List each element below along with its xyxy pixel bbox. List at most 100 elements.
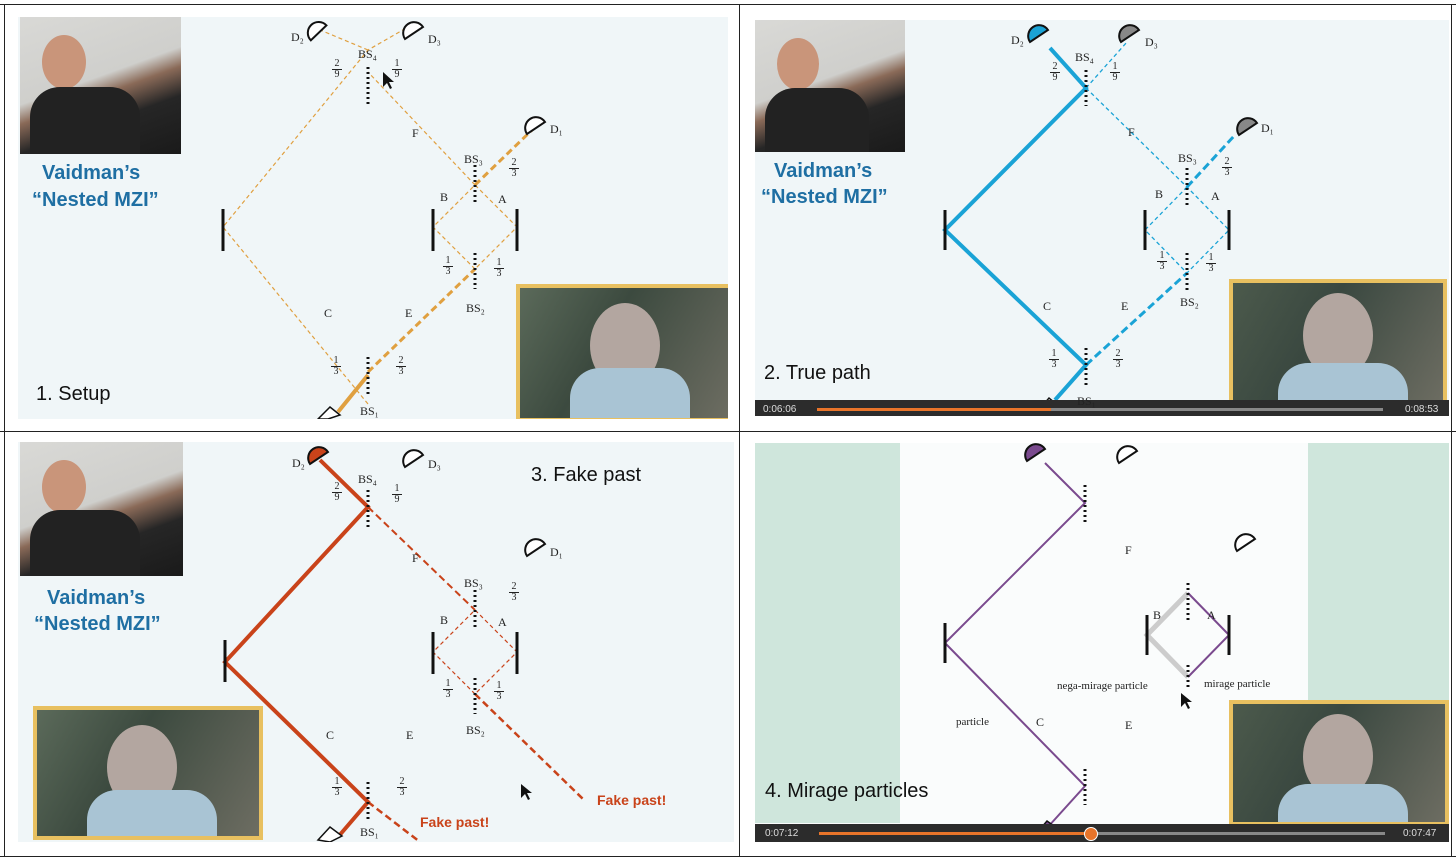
panel-fake-past: Vaidman’s “Nested MZI” 3. Fake past Fake…: [18, 442, 734, 842]
label-e: E: [406, 728, 414, 742]
time-total: 0:08:53: [1405, 404, 1439, 415]
label-c: C: [324, 306, 333, 320]
fake-past-label-bottom: Fake past!: [420, 814, 490, 830]
label-a: A: [498, 192, 507, 206]
label-c: C: [1043, 299, 1052, 313]
speaker-video: [1229, 700, 1449, 826]
seek-knob[interactable]: [1084, 827, 1098, 841]
grid-right: [1451, 4, 1452, 857]
label-e: E: [1121, 299, 1129, 313]
grid-left: [4, 4, 5, 857]
panel-caption: 3. Fake past: [531, 464, 642, 486]
seek-progress: [819, 832, 1091, 835]
label-d1: D₁: [1261, 121, 1274, 135]
panel-setup: Vaidman’s “Nested MZI” 1. Setup D₂ D₃ D₁…: [18, 17, 728, 419]
seek-track[interactable]: [817, 408, 1383, 411]
label-bs2: BS₂: [466, 723, 485, 737]
label-bs3: BS₃: [464, 152, 483, 166]
seek-progress: [817, 408, 1051, 411]
label-d3: D₃: [1145, 35, 1158, 49]
title-line-2: “Nested MZI”: [32, 189, 159, 211]
grid-mid-h: [0, 431, 1456, 432]
vaidman-photo: [20, 17, 181, 154]
label-bs1: BS₁: [1077, 394, 1096, 408]
label-b: B: [440, 190, 449, 204]
label-bs2: BS₂: [466, 301, 485, 315]
panel-true-path: Vaidman’s “Nested MZI” 2. True path 0:06…: [755, 20, 1449, 416]
grid-mid-v: [739, 4, 740, 857]
panel-caption: 2. True path: [764, 362, 871, 384]
speaker-video: [516, 284, 728, 419]
panel-caption: 4. Mirage particles: [765, 780, 929, 802]
label-f: F: [412, 126, 419, 140]
title-line-1: Vaidman’s: [42, 162, 141, 184]
grid-top: [0, 4, 1456, 5]
label-bs4: BS₄: [358, 47, 377, 61]
label-bs4: BS₄: [1075, 50, 1094, 64]
label-b: B: [1153, 608, 1162, 622]
label-b: B: [1155, 187, 1164, 201]
video-controls[interactable]: 0:07:12 0:07:47: [755, 824, 1449, 842]
speaker-video: [1229, 279, 1447, 407]
time-total: 0:07:47: [1403, 828, 1437, 839]
label-c: C: [326, 728, 335, 742]
label-bs3: BS₃: [1178, 151, 1197, 165]
label-bs2: BS₂: [1180, 295, 1199, 309]
label-d2: D₂: [292, 456, 305, 470]
setup-diagram: [221, 21, 547, 419]
label-particle: particle: [956, 716, 989, 728]
label-a: A: [1207, 608, 1216, 622]
label-d1: D₁: [550, 545, 563, 559]
label-bs1: BS₁: [360, 404, 379, 418]
label-f: F: [1128, 125, 1135, 139]
label-f: F: [412, 551, 419, 565]
label-d1: D₁: [550, 122, 563, 136]
speaker-video: [33, 706, 263, 840]
title-line-1: Vaidman’s: [47, 587, 146, 609]
title-line-2: “Nested MZI”: [761, 186, 888, 208]
label-nega-mirage: nega-mirage particle: [1057, 680, 1148, 692]
vaidman-photo: [755, 20, 905, 152]
teal-band-left: [755, 443, 900, 823]
panel-caption: 1. Setup: [36, 383, 111, 405]
fake-past-diagram: [222, 446, 585, 842]
label-bs4: BS₄: [358, 472, 377, 486]
grid-bottom: [0, 856, 1456, 857]
true-path-diagram: [942, 24, 1259, 416]
label-e: E: [1125, 718, 1133, 732]
label-bs1: BS₁: [360, 825, 379, 839]
panel-mirage: F B A C E particle nega-mirage particle …: [755, 443, 1449, 842]
title-line-2: “Nested MZI”: [34, 613, 161, 635]
fake-past-label-right: Fake past!: [597, 792, 667, 808]
label-c: C: [1036, 715, 1045, 729]
label-a: A: [498, 615, 507, 629]
time-elapsed: 0:07:12: [765, 828, 799, 839]
vaidman-photo: [20, 442, 183, 576]
label-bs3: BS₃: [464, 576, 483, 590]
seek-track[interactable]: [819, 832, 1385, 835]
label-d2: D₂: [291, 30, 304, 44]
video-controls[interactable]: 0:06:06 0:08:53: [755, 400, 1449, 416]
label-d3: D₃: [428, 32, 441, 46]
label-a: A: [1211, 189, 1220, 203]
label-d3: D₃: [428, 457, 441, 471]
